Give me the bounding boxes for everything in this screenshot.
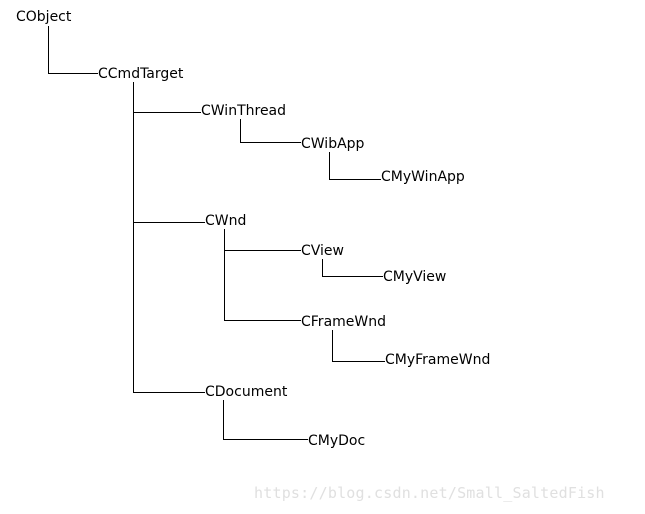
node-cwibapp: CWibApp (301, 136, 365, 152)
connector-cobject-ccmdtarget (48, 26, 98, 74)
node-cmydoc: CMyDoc (308, 433, 366, 449)
node-cdocument: CDocument (205, 384, 288, 400)
node-cview: CView (301, 243, 344, 259)
node-cmyview: CMyView (383, 269, 447, 285)
connector-ccmdtarget-cdocument (133, 82, 205, 393)
watermark-text: https://blog.csdn.net/Small_SaltedFish (254, 484, 605, 502)
node-cobject: CObject (16, 9, 72, 25)
node-cmyframewnd: CMyFrameWnd (385, 352, 491, 368)
connector-cview-cmyview (322, 259, 383, 277)
node-cmywinapp: CMyWinApp (381, 169, 465, 185)
connector-ccmdtarget-cwnd (133, 82, 205, 223)
node-cwnd: CWnd (205, 213, 247, 229)
node-cframewnd: CFrameWnd (301, 314, 386, 330)
node-ccmdtarget: CCmdTarget (98, 66, 184, 82)
node-cwinthread: CWinThread (201, 103, 287, 119)
connector-cwnd-cframewnd (224, 229, 301, 321)
connector-cframewnd-cmyframewnd (332, 330, 385, 362)
connector-ccmdtarget-cwinthread (133, 82, 201, 113)
connector-cdocument-cmydoc (223, 400, 308, 440)
connector-cwnd-cview (224, 229, 301, 251)
connector-cwinthread-cwibapp (240, 119, 301, 143)
connector-cwibapp-cmywinapp (329, 152, 381, 180)
